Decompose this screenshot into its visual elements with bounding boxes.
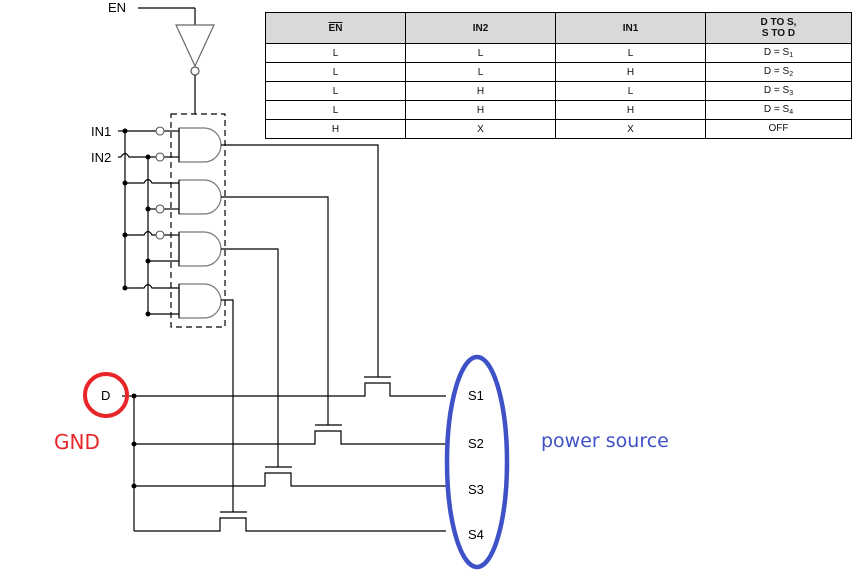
g3-output-wire	[221, 248, 279, 467]
g1-in1-bubble-icon	[155, 126, 165, 136]
table-row: L H H D = S4	[265, 100, 852, 120]
header-output: D TO S,S TO D	[705, 12, 852, 44]
s4-label: S4	[468, 527, 484, 542]
d-label: D	[101, 388, 111, 403]
junction-dot	[145, 258, 151, 264]
in2-stub	[118, 152, 148, 158]
junction-dot	[131, 483, 137, 489]
junction-dot	[122, 232, 128, 238]
inverter-bubble-icon	[190, 66, 200, 76]
junction-dot	[122, 180, 128, 186]
gnd-annotation: GND	[54, 430, 100, 454]
s2-channel	[134, 430, 446, 445]
table-row: L H L D = S3	[265, 81, 852, 101]
g3-in1-bubble-icon	[155, 230, 165, 240]
header-en: EN	[265, 12, 406, 44]
junction-dot	[145, 206, 151, 212]
and-gate-4-icon	[178, 283, 222, 319]
junction-dot	[145, 154, 151, 160]
junction-dot	[122, 128, 128, 134]
d-highlight-circle	[83, 372, 129, 418]
enable-path	[138, 7, 215, 114]
table-row: H X X OFF	[265, 119, 852, 139]
truth-table-header: EN IN2 IN1 D TO S,S TO D	[265, 12, 852, 44]
truth-table: EN IN2 IN1 D TO S,S TO D L L L D = S1 L …	[265, 12, 852, 139]
g1-output-wire	[221, 144, 379, 377]
g1-in2-bubble-icon	[155, 152, 165, 162]
power-source-annotation: power source	[541, 430, 669, 452]
header-in2: IN2	[405, 12, 556, 44]
s3-channel	[134, 472, 446, 487]
s2-label: S2	[468, 436, 484, 451]
in1-label: IN1	[91, 124, 112, 139]
junction-dot	[145, 311, 151, 317]
and-gate-2-icon	[178, 179, 222, 215]
s4-channel	[134, 517, 446, 532]
enable-box	[170, 113, 226, 328]
in2-label: IN2	[91, 150, 112, 165]
g3-in1-wire	[125, 230, 156, 236]
and-gate-3-icon	[178, 231, 222, 267]
s1-label: S1	[468, 388, 484, 403]
g4-in1-wire	[125, 283, 179, 289]
table-row: L L L D = S1	[265, 43, 852, 63]
g2-in1-wire	[125, 178, 179, 184]
s3-label: S3	[468, 482, 484, 497]
g4-output-wire	[221, 299, 234, 512]
junction-dot	[122, 285, 128, 291]
header-in1: IN1	[555, 12, 706, 44]
and-gate-1-icon	[178, 127, 222, 163]
inverter-icon	[175, 24, 215, 68]
table-row: L L H D = S2	[265, 62, 852, 82]
input-buses	[118, 130, 179, 315]
en-label: EN	[108, 0, 127, 15]
junction-dot	[131, 393, 137, 399]
g2-output-wire	[221, 196, 329, 425]
g2-in2-bubble-icon	[155, 204, 165, 214]
junction-dot	[131, 441, 137, 447]
sources-highlight-ellipse	[444, 354, 510, 570]
s1-channel	[134, 382, 446, 397]
